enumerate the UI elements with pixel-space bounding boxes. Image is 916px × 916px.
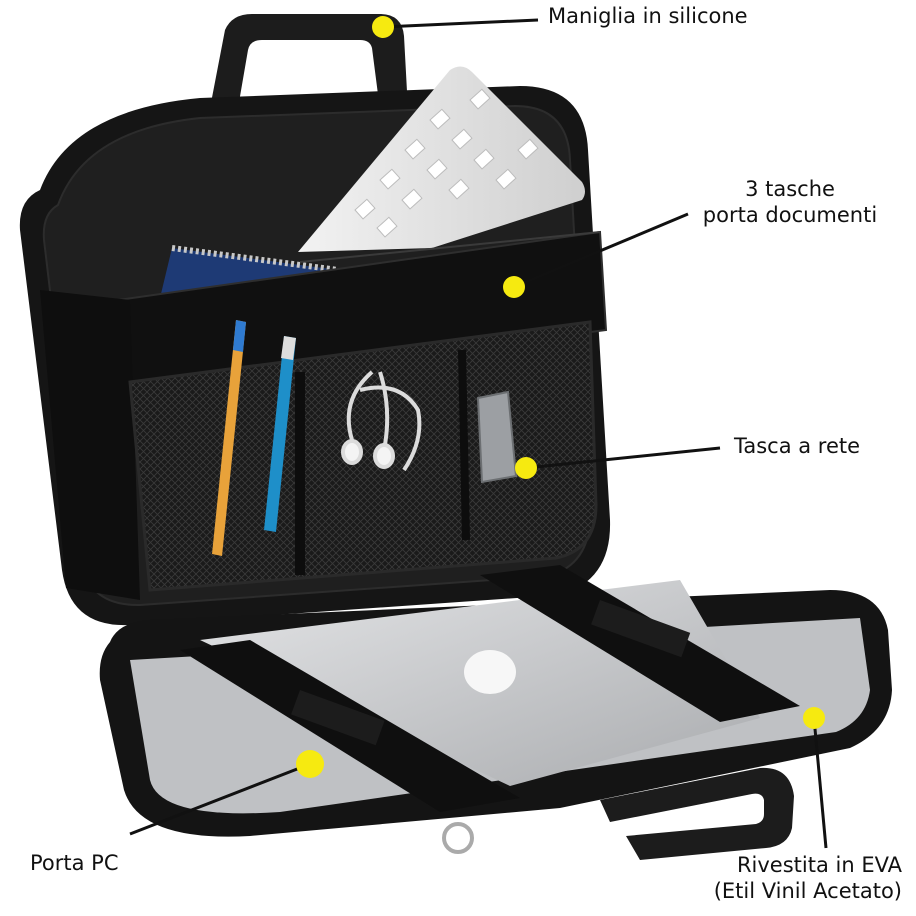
marker-handle <box>372 16 394 38</box>
keyboard <box>298 66 585 252</box>
label-eva: Rivestita in EVA (Etil Vinil Acetato) <box>680 852 902 905</box>
callout-markers <box>296 16 825 778</box>
callout-lines <box>129 18 828 849</box>
marker-pockets <box>503 276 525 298</box>
label-pockets-line1: 3 tasche <box>745 177 835 201</box>
label-mesh: Tasca a rete <box>734 434 861 458</box>
top-handle <box>210 14 408 110</box>
pens <box>212 320 296 556</box>
bottom-handle <box>442 767 794 860</box>
label-pockets: 3 tasche porta documenti <box>692 176 888 229</box>
label-pockets-line2: porta documenti <box>702 203 878 228</box>
mesh-pocket <box>128 320 598 592</box>
laptop-straps <box>180 565 800 812</box>
label-handle: Maniglia in silicone <box>548 4 748 28</box>
marker-pc <box>296 750 324 778</box>
earphones <box>341 370 422 472</box>
label-eva-line2: (Etil Vinil Acetato) <box>713 879 902 904</box>
label-eva-line1: Rivestita in EVA <box>736 853 902 877</box>
label-pc: Porta PC <box>30 851 119 875</box>
marker-eva <box>803 707 825 729</box>
marker-mesh <box>515 457 537 479</box>
usb-stick <box>476 390 518 484</box>
